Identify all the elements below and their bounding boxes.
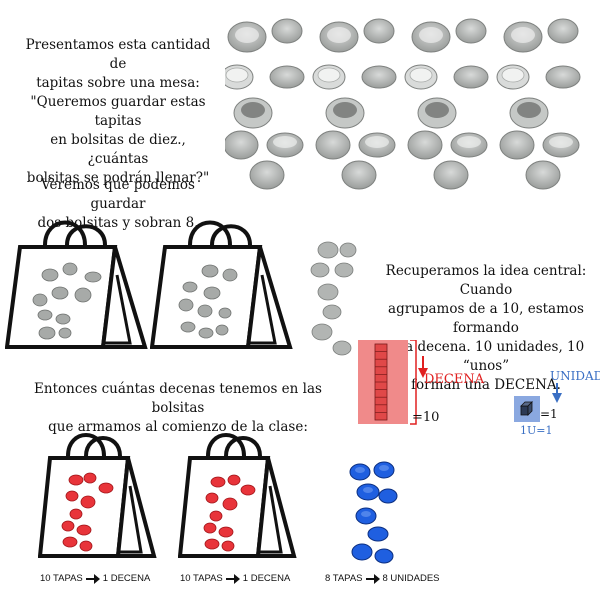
decena-arrow-icon <box>418 356 428 378</box>
question-paragraph: Entonces cuántas decenas tenemos en las … <box>18 380 338 437</box>
blue-caps <box>349 461 398 564</box>
caption-bag-2-right: 1 DECENA <box>242 573 291 584</box>
central-line-4: forman una DECENA. <box>411 377 561 393</box>
decena-label: DECENA <box>424 372 485 387</box>
caption-loose: 8 TAPAS 8 UNIDADES <box>325 573 440 584</box>
intro-line-1: Presentamos esta cantidad de <box>25 37 211 72</box>
central-line-2: agrupamos de a 10, estamos formando <box>388 301 584 336</box>
caption-bag-1: 10 TAPAS 1 DECENA <box>40 573 150 584</box>
red-bag-2 <box>178 433 297 558</box>
caption-bag-2: 10 TAPAS 1 DECENA <box>180 573 290 584</box>
unidad-label: UNIDAD <box>550 369 600 383</box>
caption-loose-right: 8 UNIDADES <box>382 573 440 584</box>
unidad-arrow-icon <box>552 383 562 403</box>
intro-line-5: bolsitas se podrán llenar?" <box>26 170 210 186</box>
intro-paragraph: Presentamos esta cantidad de tapitas sob… <box>18 36 218 188</box>
question-line-2: que armamos al comienzo de la clase: <box>48 419 308 435</box>
caption-loose-left: 8 TAPAS <box>325 573 363 584</box>
bags-line-1: Veremos que podemos guardar <box>41 177 195 212</box>
arrow-right-icon <box>225 573 240 584</box>
unidad-equals: =1 <box>540 407 558 421</box>
loose-gray-caps <box>310 241 357 356</box>
caption-bag-1-right: 1 DECENA <box>102 573 151 584</box>
central-line-1: Recuperamos la idea central: Cuando <box>385 263 587 298</box>
caption-bag-2-left: 10 TAPAS <box>180 573 223 584</box>
unit-cube <box>514 396 540 422</box>
unidad-note: 1U=1 <box>520 424 553 437</box>
gray-caps-grid <box>225 18 581 190</box>
decena-rod <box>358 340 417 425</box>
central-line-3: una decena. 10 unidades, 10 “unos” <box>387 339 585 374</box>
gray-bag-2 <box>150 220 293 349</box>
intro-line-3: "Queremos guardar estas tapitas <box>30 94 206 129</box>
arrow-right-icon <box>365 573 380 584</box>
red-bag-1 <box>38 433 157 558</box>
caption-bag-1-left: 10 TAPAS <box>40 573 83 584</box>
intro-line-2: tapitas sobre una mesa: <box>36 75 200 91</box>
arrow-right-icon <box>85 573 100 584</box>
question-line-1: Entonces cuántas decenas tenemos en las … <box>34 381 322 416</box>
decena-equals: =10 <box>412 410 440 425</box>
central-idea-paragraph: Recuperamos la idea central: Cuando agru… <box>372 262 600 395</box>
gray-bag-1 <box>5 220 148 349</box>
intro-line-4: en bolsitas de diez., ¿cuántas <box>50 132 186 167</box>
